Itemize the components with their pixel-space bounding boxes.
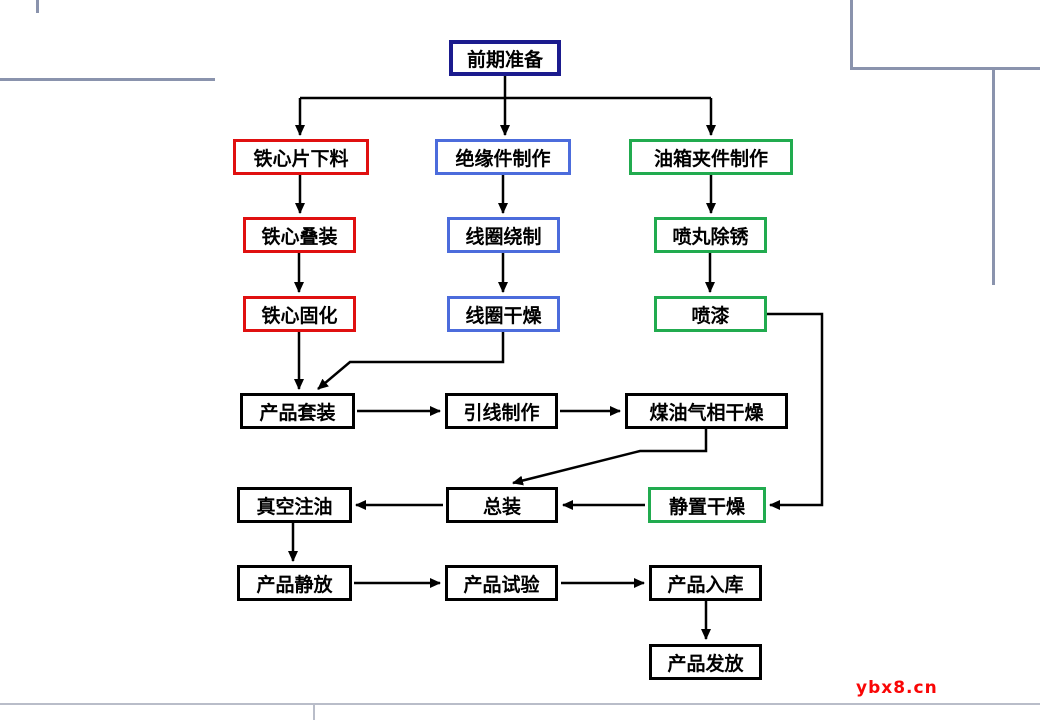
node-product-issue: 产品发放 bbox=[649, 644, 762, 680]
node-insul-make: 绝缘件制作 bbox=[435, 139, 571, 175]
node-assembly-set: 产品套装 bbox=[240, 393, 355, 429]
node-product-store: 产品入库 bbox=[649, 565, 762, 601]
node-prep: 前期准备 bbox=[449, 40, 561, 76]
node-core-cure: 铁心固化 bbox=[243, 296, 356, 332]
node-static-dry: 静置干燥 bbox=[648, 487, 766, 523]
frame-right-vertical bbox=[992, 67, 995, 285]
node-lead-make: 引线制作 bbox=[445, 393, 558, 429]
node-kerosene-dry: 煤油气相干燥 bbox=[625, 393, 788, 429]
watermark-text: ybx8.cn bbox=[856, 678, 938, 698]
node-final-assembly: 总装 bbox=[446, 487, 558, 523]
frame-top-left-tick bbox=[36, 0, 39, 13]
node-product-rest: 产品静放 bbox=[237, 565, 352, 601]
node-coil-wind: 线圈绕制 bbox=[447, 217, 560, 253]
node-shot-blast: 喷丸除锈 bbox=[654, 217, 767, 253]
node-paint: 喷漆 bbox=[654, 296, 767, 332]
node-coil-dry: 线圈干燥 bbox=[447, 296, 560, 332]
node-tank-make: 油箱夹件制作 bbox=[629, 139, 793, 175]
frame-bottom-line bbox=[0, 703, 1040, 705]
frame-top-right-line bbox=[850, 67, 1040, 70]
frame-bottom-tick bbox=[313, 703, 315, 720]
node-vacuum-oil: 真空注油 bbox=[237, 487, 352, 523]
node-core-stack: 铁心叠装 bbox=[243, 217, 356, 253]
frame-top-left-line bbox=[0, 78, 215, 81]
node-core-cut: 铁心片下料 bbox=[233, 139, 369, 175]
frame-top-right-vertical bbox=[850, 0, 853, 70]
node-product-test: 产品试验 bbox=[445, 565, 558, 601]
